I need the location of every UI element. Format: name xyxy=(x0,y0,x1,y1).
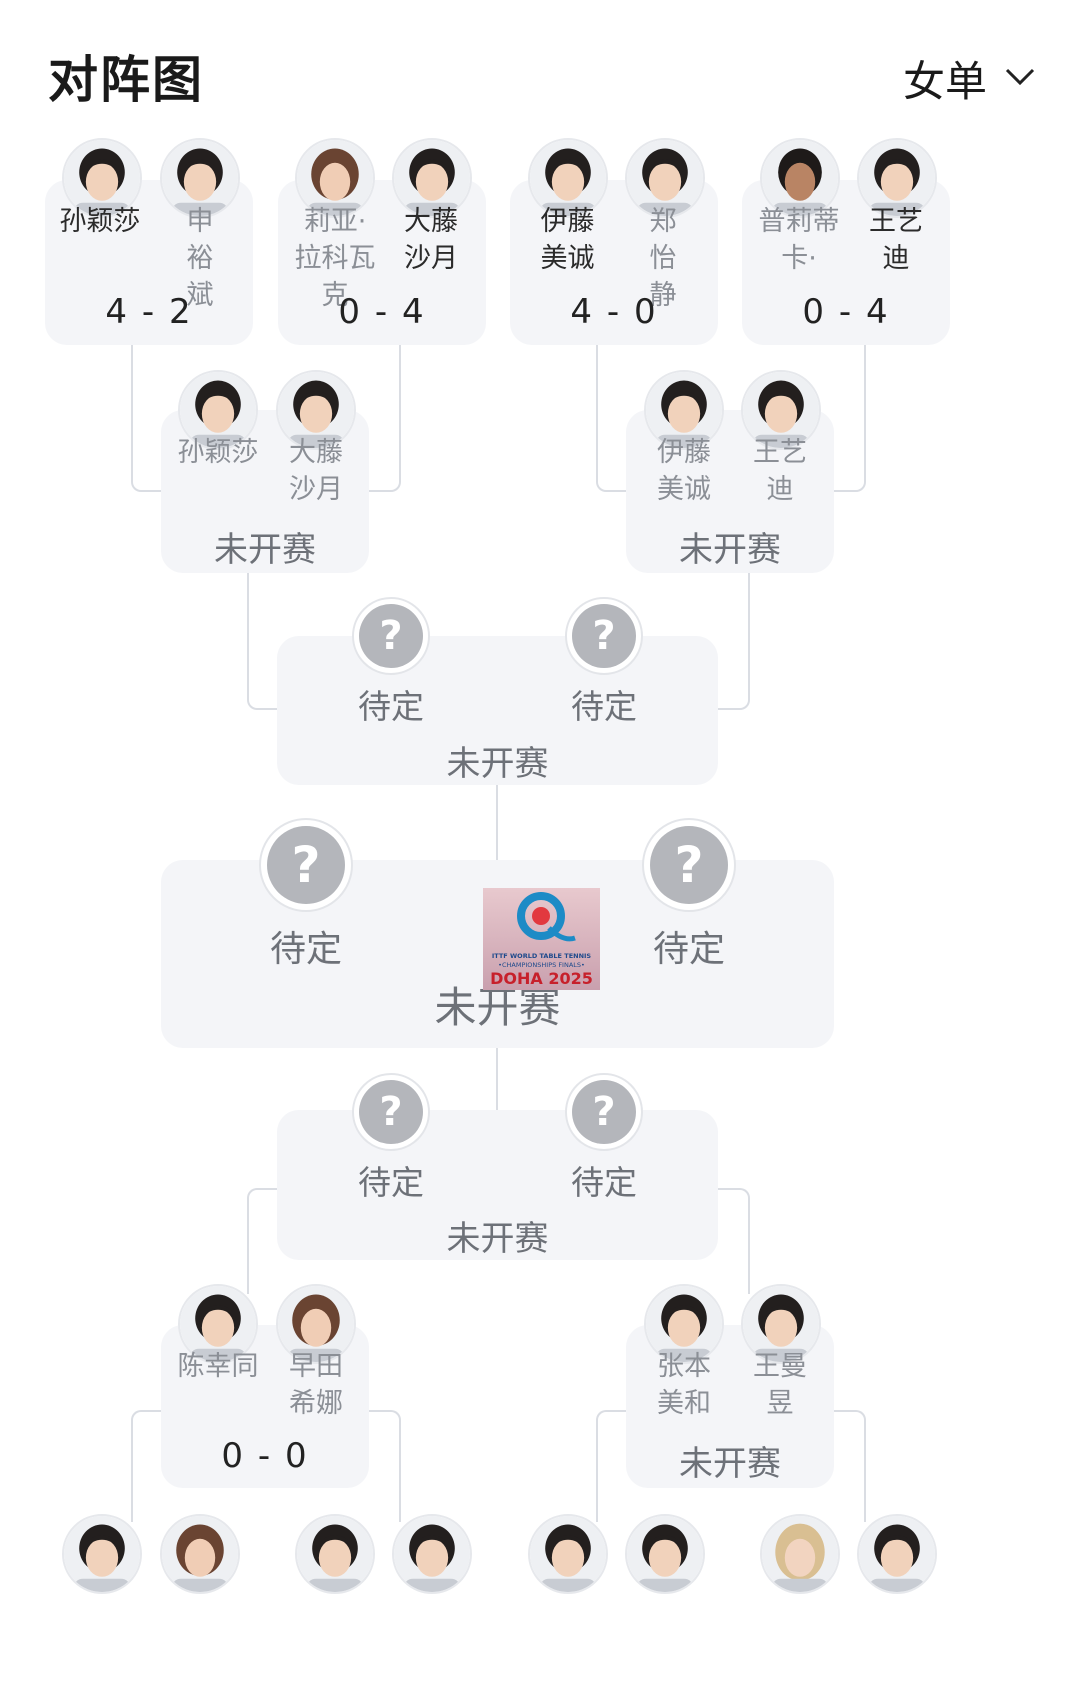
player-avatar xyxy=(276,370,356,450)
tbd-avatar: ? xyxy=(352,1073,430,1151)
match-status: 未开赛 xyxy=(446,744,549,784)
bracket-connector xyxy=(247,573,279,710)
player-avatar xyxy=(760,1514,840,1594)
question-icon: ? xyxy=(650,826,728,904)
player-name: 普莉蒂卡·帕... xyxy=(758,206,840,274)
bracket-connector xyxy=(131,1410,163,1522)
player-name: 伊藤美诚 xyxy=(540,206,595,274)
question-icon: ? xyxy=(359,604,423,668)
player-name: 陈幸同 xyxy=(177,1351,259,1382)
player-name: 早田希娜 xyxy=(289,1351,343,1419)
match-status: 未开赛 xyxy=(214,530,316,570)
match-status: 未开赛 xyxy=(446,1219,549,1259)
player-name: 张本美和 xyxy=(657,1351,711,1419)
player-avatar xyxy=(160,138,240,218)
match-status: 未开赛 xyxy=(434,983,561,1032)
question-icon: ? xyxy=(572,604,636,668)
player-avatar xyxy=(160,1514,240,1594)
player-avatar xyxy=(276,1284,356,1364)
player-name: 王曼昱 xyxy=(753,1351,807,1419)
event-filter-label: 女单 xyxy=(902,57,987,106)
player-name: 伊藤美诚 xyxy=(657,437,711,505)
player-name: 申裕斌 xyxy=(186,206,214,311)
match-score: 0 - 4 xyxy=(338,292,426,332)
player-avatar xyxy=(528,1514,608,1594)
tbd-avatar: ? xyxy=(565,1073,643,1151)
player-avatar xyxy=(644,370,724,450)
player-avatar xyxy=(178,1284,258,1364)
chevron-down-icon xyxy=(1005,67,1035,91)
player-avatar xyxy=(295,138,375,218)
logo-text-line1: ITTF WORLD TABLE TENNIS xyxy=(491,952,592,960)
bracket-connector xyxy=(834,345,866,492)
question-icon: ? xyxy=(359,1080,423,1144)
match-card-sf-2[interactable] xyxy=(277,1110,718,1260)
match-card-sf-1[interactable] xyxy=(277,636,718,785)
player-avatar xyxy=(528,138,608,218)
player-name: 孙颖莎 xyxy=(177,437,259,468)
match-status: 未开赛 xyxy=(679,1444,781,1484)
player-avatar xyxy=(760,138,840,218)
bracket-connector xyxy=(718,573,750,710)
match-score: 0 - 0 xyxy=(221,1436,309,1476)
tbd-avatar: ? xyxy=(565,597,643,675)
player-name: 待定 xyxy=(571,687,637,726)
player-avatar xyxy=(857,138,937,218)
match-score: 0 - 4 xyxy=(802,292,890,332)
player-name: 待定 xyxy=(269,929,342,970)
logo-text-line3: DOHA 2025 xyxy=(490,969,593,988)
bracket-connector xyxy=(596,1410,628,1522)
player-name: 大藤沙月 xyxy=(289,437,343,505)
player-name: 待定 xyxy=(652,929,725,970)
match-score: 4 - 0 xyxy=(570,292,658,332)
player-avatar xyxy=(625,138,705,218)
player-name: 莉亚·拉科瓦克 xyxy=(294,206,376,311)
player-avatar xyxy=(62,1514,142,1594)
page-title: 对阵图 xyxy=(48,51,204,109)
player-name: 王艺迪 xyxy=(869,206,923,274)
bracket-connector xyxy=(369,345,401,492)
player-name: 孙颖莎 xyxy=(59,206,141,237)
player-avatar xyxy=(741,1284,821,1364)
tbd-avatar: ? xyxy=(642,818,736,912)
player-avatar xyxy=(625,1514,705,1594)
match-score: 4 - 2 xyxy=(105,292,193,332)
bracket-connector xyxy=(834,1410,866,1522)
bracket-connector xyxy=(596,345,628,492)
player-name: 郑怡静 xyxy=(649,206,677,311)
player-avatar xyxy=(392,1514,472,1594)
question-icon: ? xyxy=(267,826,345,904)
tbd-avatar: ? xyxy=(352,597,430,675)
player-avatar xyxy=(392,138,472,218)
player-avatar xyxy=(857,1514,937,1594)
player-name: 待定 xyxy=(358,1163,424,1202)
event-filter-dropdown[interactable]: 女单 xyxy=(903,48,1035,109)
tbd-avatar: ? xyxy=(259,818,353,912)
player-avatar xyxy=(644,1284,724,1364)
bracket-connector xyxy=(369,1410,401,1522)
player-avatar xyxy=(295,1514,375,1594)
championship-logo: ITTF WORLD TABLE TENNIS •CHAMPIONSHIPS F… xyxy=(483,888,600,990)
question-icon: ? xyxy=(572,1080,636,1144)
player-avatar xyxy=(741,370,821,450)
player-avatar xyxy=(178,370,258,450)
player-name: 待定 xyxy=(571,1163,637,1202)
player-avatar xyxy=(62,138,142,218)
player-name: 王艺迪 xyxy=(753,437,807,505)
bracket-connector xyxy=(247,1188,279,1294)
match-status: 未开赛 xyxy=(679,530,781,570)
bracket-connector xyxy=(496,1048,498,1110)
player-name: 大藤沙月 xyxy=(404,206,458,274)
bracket-connector xyxy=(131,345,163,492)
bracket-connector xyxy=(718,1188,750,1294)
player-name: 待定 xyxy=(358,687,424,726)
logo-text-line2: •CHAMPIONSHIPS FINALS• xyxy=(498,961,585,969)
bracket-connector xyxy=(496,785,498,860)
